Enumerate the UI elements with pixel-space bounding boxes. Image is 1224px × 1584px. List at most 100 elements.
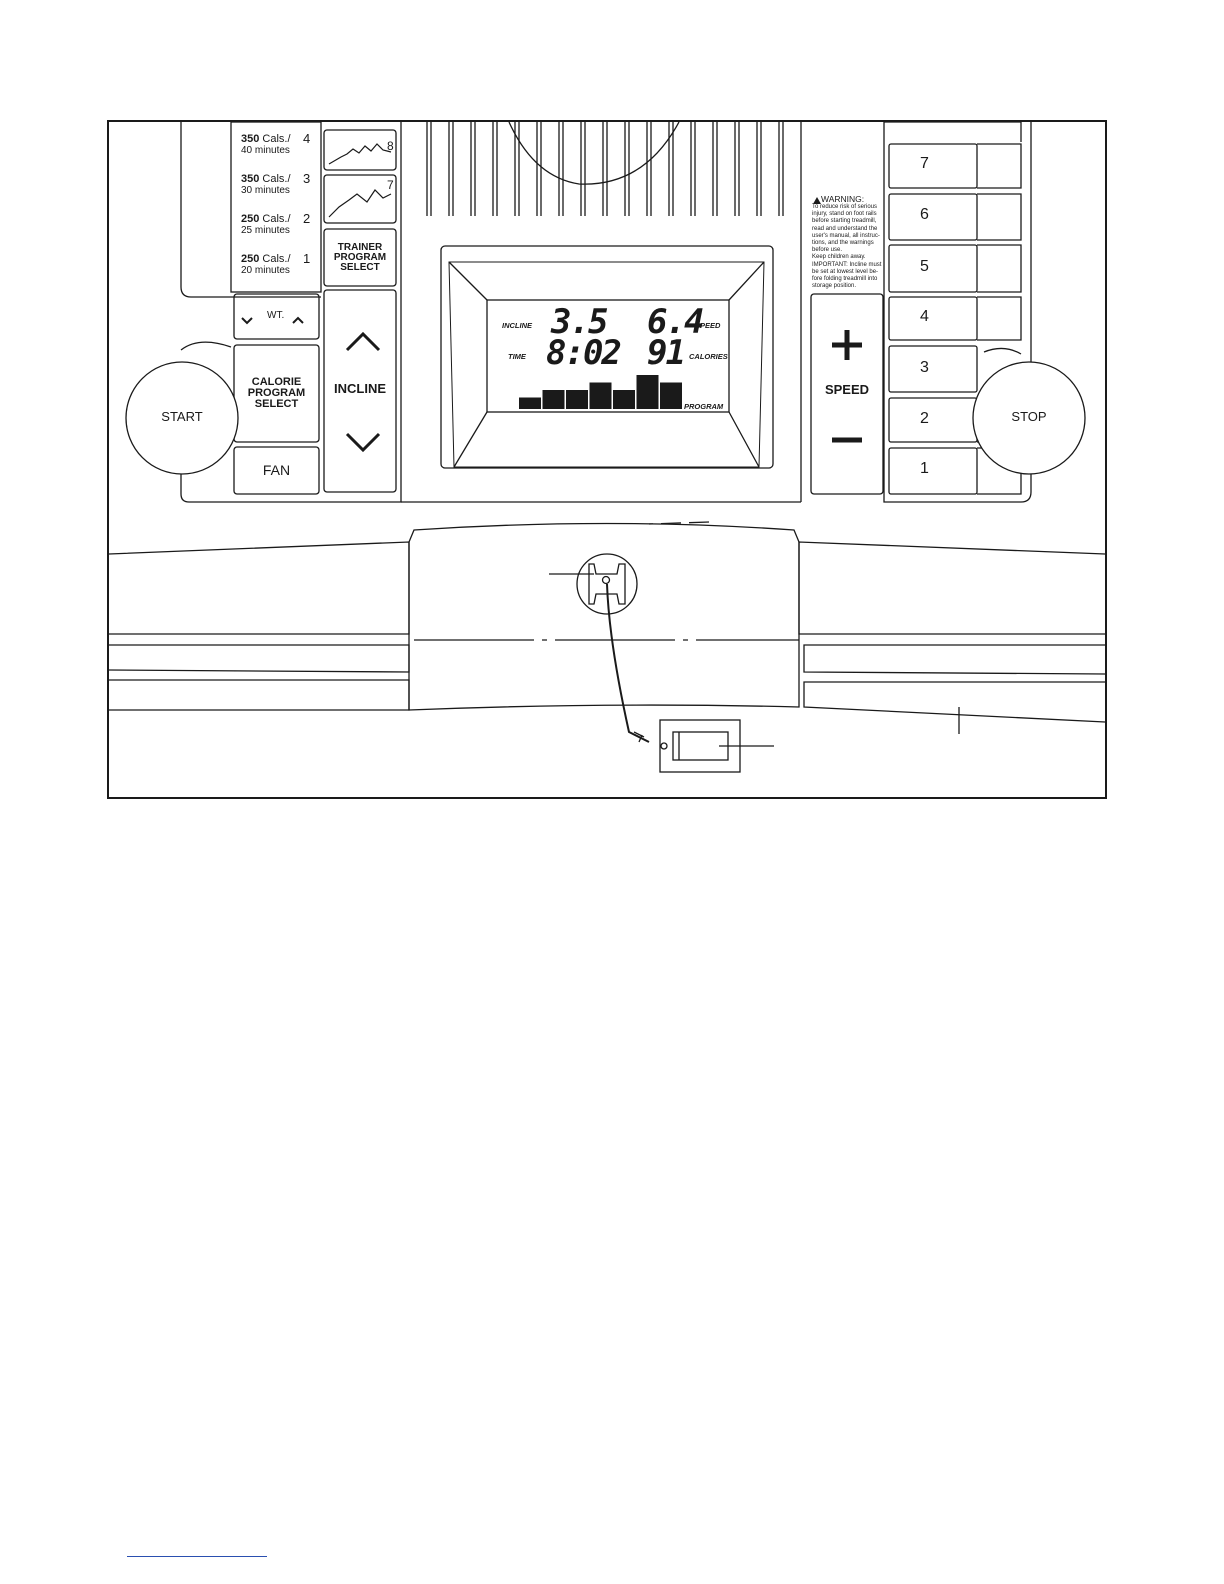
warning-line: Keep children away.	[812, 254, 866, 261]
calorie-amount: 250	[241, 213, 260, 225]
calorie-program-select-button[interactable]: CALORIE PROGRAM SELECT	[234, 377, 319, 410]
program-bar	[589, 382, 612, 409]
display-bezel	[440, 245, 774, 469]
trainer-profile-8-box	[323, 129, 397, 171]
weight-label[interactable]: WT.	[267, 310, 285, 321]
speed-preset-5-box	[888, 244, 978, 293]
calorie-program-3: 350 Cals./ 30 minutes 3	[241, 171, 321, 208]
calorie-program-number: 3	[303, 171, 311, 186]
stop-button	[972, 361, 1086, 475]
footer-link-rule	[127, 1556, 267, 1557]
fan-grille-arc	[508, 122, 680, 185]
fan-button	[233, 446, 320, 495]
weight-up-icon	[292, 316, 304, 324]
calorie-program-1: 250 Cals./ 20 minutes 1	[241, 251, 321, 288]
center-housing	[408, 522, 800, 711]
warning-icon	[813, 197, 821, 204]
calorie-duration: 20 minutes	[241, 265, 290, 276]
program-bar	[613, 390, 635, 409]
program-bar	[636, 375, 659, 409]
lcd-speed-value: 6.4	[647, 302, 704, 342]
speed-preset-4-box	[888, 296, 978, 341]
calorie-amount: 250	[241, 253, 260, 265]
lcd-incline-label: INCLINE	[502, 321, 532, 330]
warning-line: tions, and the warnings	[812, 240, 874, 247]
calorie-duration: 30 minutes	[241, 185, 290, 196]
calorie-program-2: 250 Cals./ 25 minutes 2	[241, 211, 321, 248]
upper-rail	[109, 541, 410, 635]
profile-7-graphic	[328, 189, 392, 218]
calorie-unit: Cals./	[262, 133, 291, 145]
calorie-duration: 25 minutes	[241, 225, 290, 236]
calorie-unit: Cals./	[262, 253, 291, 265]
calorie-program-number: 4	[303, 131, 311, 146]
incline-down-icon	[345, 432, 381, 453]
lcd-calories-label: CALORIES	[689, 352, 728, 361]
speed-preset-2[interactable]: 2	[920, 410, 929, 427]
calorie-label-line1: CALORIE	[251, 376, 302, 388]
lcd-incline-value: 3.5	[551, 302, 608, 342]
program-profile-bars	[519, 375, 682, 409]
trainer-program-button	[323, 228, 397, 287]
calorie-duration: 40 minutes	[241, 145, 290, 156]
speed-preset-6[interactable]: 6	[920, 206, 929, 223]
calorie-program-number: 1	[303, 251, 311, 266]
calorie-label-line2: PROGRAM	[247, 387, 306, 399]
left-panel-bottom	[180, 122, 402, 503]
trainer-label-line2: PROGRAM	[333, 252, 387, 263]
program-bar	[519, 397, 541, 409]
speed-preset-1[interactable]: 1	[920, 460, 929, 477]
vent-slots	[426, 122, 784, 216]
calorie-unit: Cals./	[262, 173, 291, 185]
lcd-screen	[486, 299, 730, 413]
fan-button-label[interactable]: FAN	[262, 462, 291, 478]
lcd-program-label: PROGRAM	[684, 402, 724, 411]
warning-line: injury, stand on foot rails	[812, 211, 877, 218]
speed-button-label[interactable]: SPEED	[824, 382, 870, 397]
warning-title: WARNING:	[821, 194, 865, 204]
speed-preset-7-box	[888, 143, 978, 189]
lcd-calories-value: 91	[647, 333, 686, 373]
weight-down-icon	[241, 317, 253, 325]
speed-preset-2-box	[888, 397, 978, 443]
speed-preset-7[interactable]: 7	[920, 155, 929, 172]
weight-button	[233, 293, 320, 340]
calorie-program-button	[233, 344, 320, 443]
start-button-label[interactable]: START	[161, 409, 203, 424]
warning-line: IMPORTANT: Incline must	[812, 261, 882, 268]
speed-preset-1-box	[888, 447, 978, 495]
calorie-label-line3: SELECT	[254, 398, 299, 410]
warning-line: storage position.	[812, 283, 857, 290]
warning-line: read and understand the	[812, 225, 878, 232]
trainer-profile-number-8[interactable]: 8	[387, 139, 394, 153]
warning-line: be set at lowest level be-	[812, 268, 879, 275]
speed-preset-4[interactable]: 4	[920, 308, 929, 325]
program-bar	[542, 390, 565, 409]
program-bar	[660, 382, 682, 409]
speed-preset-3-box	[888, 345, 978, 393]
warning-line: before starting treadmill,	[812, 218, 877, 225]
speed-preset-3[interactable]: 3	[920, 359, 929, 376]
program-bar	[566, 390, 588, 409]
console-diagram-frame: 350 Cals./ 40 minutes 4 350 Cals./ 30 mi…	[107, 120, 1107, 799]
warning-line: fore folding treadmill into	[812, 276, 878, 283]
trainer-profile-number-7[interactable]: 7	[387, 178, 394, 192]
right-rail	[798, 541, 1105, 635]
trainer-profile-7-box	[323, 174, 397, 224]
calorie-unit: Cals./	[262, 213, 291, 225]
speed-plus-icon	[832, 330, 862, 360]
warning-line: user's manual, all instruc-	[812, 232, 880, 239]
incline-button-label[interactable]: INCLINE	[334, 381, 386, 396]
stop-button-label[interactable]: STOP	[1011, 409, 1047, 424]
right-panel-outline	[883, 122, 1032, 503]
key-clip-cord	[606, 583, 650, 743]
trainer-program-select-button[interactable]: TRAINER PROGRAM SELECT	[324, 243, 396, 273]
warning-label: WARNING: To reduce risk of serious injur…	[812, 195, 892, 290]
profile-8-graphic	[328, 143, 392, 165]
lcd-time-value: 8:02	[546, 333, 622, 373]
speed-preset-5[interactable]: 5	[920, 258, 929, 275]
lcd-time-label: TIME	[508, 352, 526, 361]
trainer-label-line3: SELECT	[340, 262, 380, 273]
incline-up-icon	[345, 331, 381, 352]
calorie-amount: 350	[241, 173, 260, 185]
